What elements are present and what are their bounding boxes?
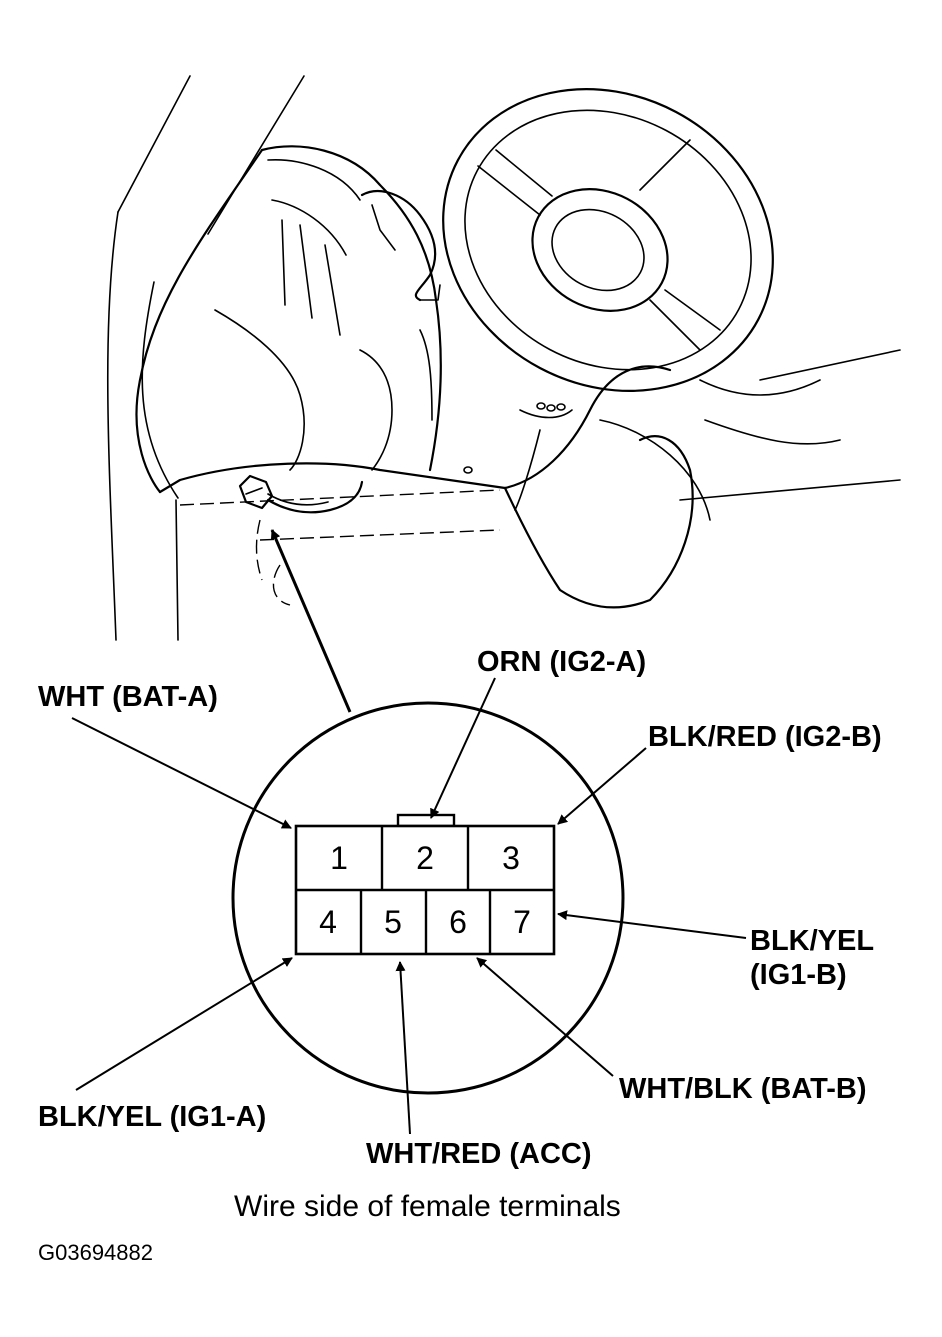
callout-arrow: [270, 529, 352, 713]
label-wht-blk-bat-b: WHT/BLK (BAT-B): [619, 1073, 867, 1105]
leader-blk-yel-ig1-b: [557, 910, 747, 939]
label-orn-ig2-a: ORN (IG2-A): [477, 646, 646, 678]
leader-blk-red-ig2-b: [557, 747, 647, 825]
connector-detail-callout: [231, 529, 625, 1095]
figure-id: G03694882: [38, 1240, 153, 1265]
label-blk-yel-ig1-a: BLK/YEL (IG1-A): [38, 1101, 266, 1133]
wire-labels: WHT (BAT-A) ORN (IG2-A) BLK/RED (IG2-B) …: [38, 646, 882, 1170]
label-blk-yel-ig1-b-line1: BLK/YEL: [750, 925, 874, 957]
connector-face: 1 2 3 4 5 6 7: [294, 813, 556, 956]
leader-blk-yel-ig1-a: [75, 957, 293, 1091]
pin-4-number: 4: [319, 904, 337, 940]
label-blk-yel-ig1-b-line2: (IG1-B): [750, 959, 847, 991]
label-blk-red-ig2-b: BLK/RED (IG2-B): [648, 721, 882, 753]
steering-column-illustration: [106, 75, 901, 641]
leader-wht-blk-bat-b: [476, 957, 614, 1077]
label-wht-red-acc: WHT/RED (ACC): [366, 1138, 592, 1170]
pin-5-number: 5: [384, 904, 402, 940]
leader-orn-ig2-a: [430, 677, 496, 819]
pin-7-number: 7: [513, 904, 531, 940]
pin-2-number: 2: [416, 840, 434, 876]
label-wht-bat-a: WHT (BAT-A): [38, 681, 218, 713]
leader-wht-bat-a: [71, 717, 292, 829]
diagram-caption: Wire side of female terminals: [234, 1190, 621, 1223]
pin-6-number: 6: [449, 904, 467, 940]
pin-3-number: 3: [502, 840, 520, 876]
leader-wht-red-acc: [395, 961, 411, 1135]
leader-lines: [71, 677, 747, 1135]
pin-1-number: 1: [330, 840, 348, 876]
